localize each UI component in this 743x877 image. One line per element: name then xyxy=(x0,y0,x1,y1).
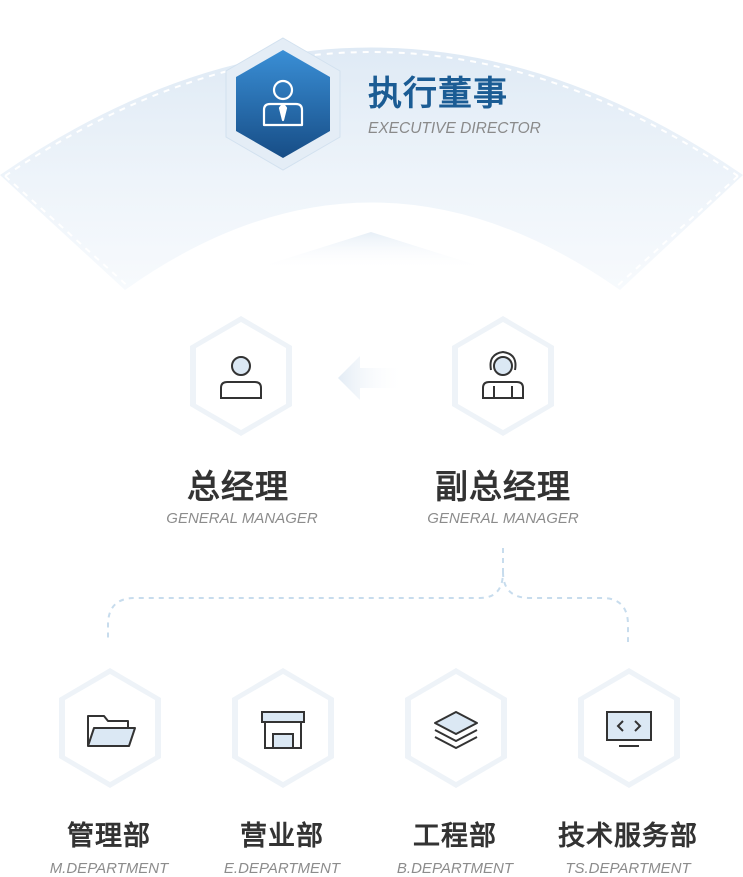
department-subtitle-engineering: B.DEPARTMENT xyxy=(396,860,514,877)
department-subtitle-tech-service: TS.DEPARTMENT xyxy=(565,860,691,877)
department-hexagon-sales xyxy=(230,668,336,788)
department-subtitle-management: M.DEPARTMENT xyxy=(49,860,169,877)
deputy-manager-title: 副总经理 xyxy=(435,467,571,506)
department-hexagon-tech-service xyxy=(576,668,682,788)
general-manager-title: 总经理 xyxy=(187,467,289,506)
storefront-icon xyxy=(261,711,305,749)
executive-subtitle: EXECUTIVE DIRECTOR xyxy=(368,120,541,137)
department-title-tech-service: 技术服务部 xyxy=(558,821,698,852)
general-manager-subtitle: GENERAL MANAGER xyxy=(166,510,318,527)
deputy-manager-hexagon xyxy=(450,316,556,436)
layers-icon xyxy=(434,711,478,749)
code-monitor-icon xyxy=(606,711,652,747)
deputy-manager-subtitle: GENERAL MANAGER xyxy=(427,510,579,527)
folder-icon xyxy=(87,715,136,747)
department-hexagon-engineering xyxy=(403,668,509,788)
department-title-sales: 营业部 xyxy=(240,821,324,852)
user-icon xyxy=(220,356,262,399)
department-title-engineering: 工程部 xyxy=(413,821,497,852)
headset-person-icon xyxy=(482,350,524,399)
general-manager-hexagon xyxy=(188,316,294,436)
executive-hexagon xyxy=(224,37,342,171)
department-hexagon-management xyxy=(57,668,163,788)
executive-title: 执行董事 xyxy=(368,74,508,114)
department-title-management: 管理部 xyxy=(67,821,151,852)
department-subtitle-sales: E.DEPARTMENT xyxy=(223,860,341,877)
business-person-icon xyxy=(262,79,304,127)
